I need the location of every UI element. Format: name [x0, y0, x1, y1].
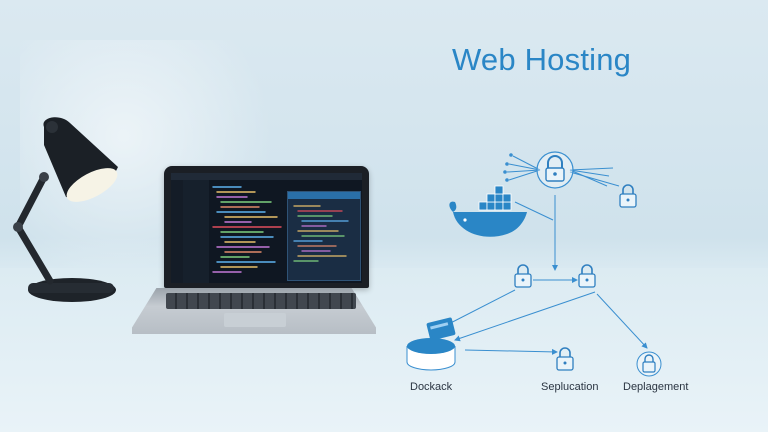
editor-side-panel — [287, 191, 361, 281]
panel-code-lines — [293, 205, 349, 262]
laptop-screen — [164, 166, 369, 288]
label-left: Dockack — [410, 381, 453, 393]
editor-panel-tab — [288, 192, 360, 199]
padlock-icon — [619, 184, 637, 208]
desk-lamp-icon — [13, 117, 118, 302]
code-editor-display — [171, 173, 362, 283]
database-icon — [406, 317, 456, 371]
padlock-icon — [556, 347, 574, 371]
page-title: Web Hosting — [452, 42, 632, 77]
editor-file-tree — [183, 180, 209, 283]
docker-whale-icon — [449, 185, 527, 237]
label-right: Deplagement — [623, 381, 689, 393]
label-middle: Seplucation — [541, 381, 599, 393]
padlock-icon — [536, 151, 574, 189]
desk-surface — [0, 268, 768, 432]
padlock-icon — [578, 264, 596, 288]
hosting-diagram — [406, 151, 662, 377]
code-lines — [212, 186, 282, 273]
laptop-touchpad — [224, 313, 286, 327]
editor-activity-bar — [171, 180, 183, 283]
laptop-keyboard — [166, 293, 356, 309]
padlock-icon — [636, 351, 662, 377]
padlock-icon — [514, 264, 532, 288]
editor-title-bar — [171, 173, 362, 180]
